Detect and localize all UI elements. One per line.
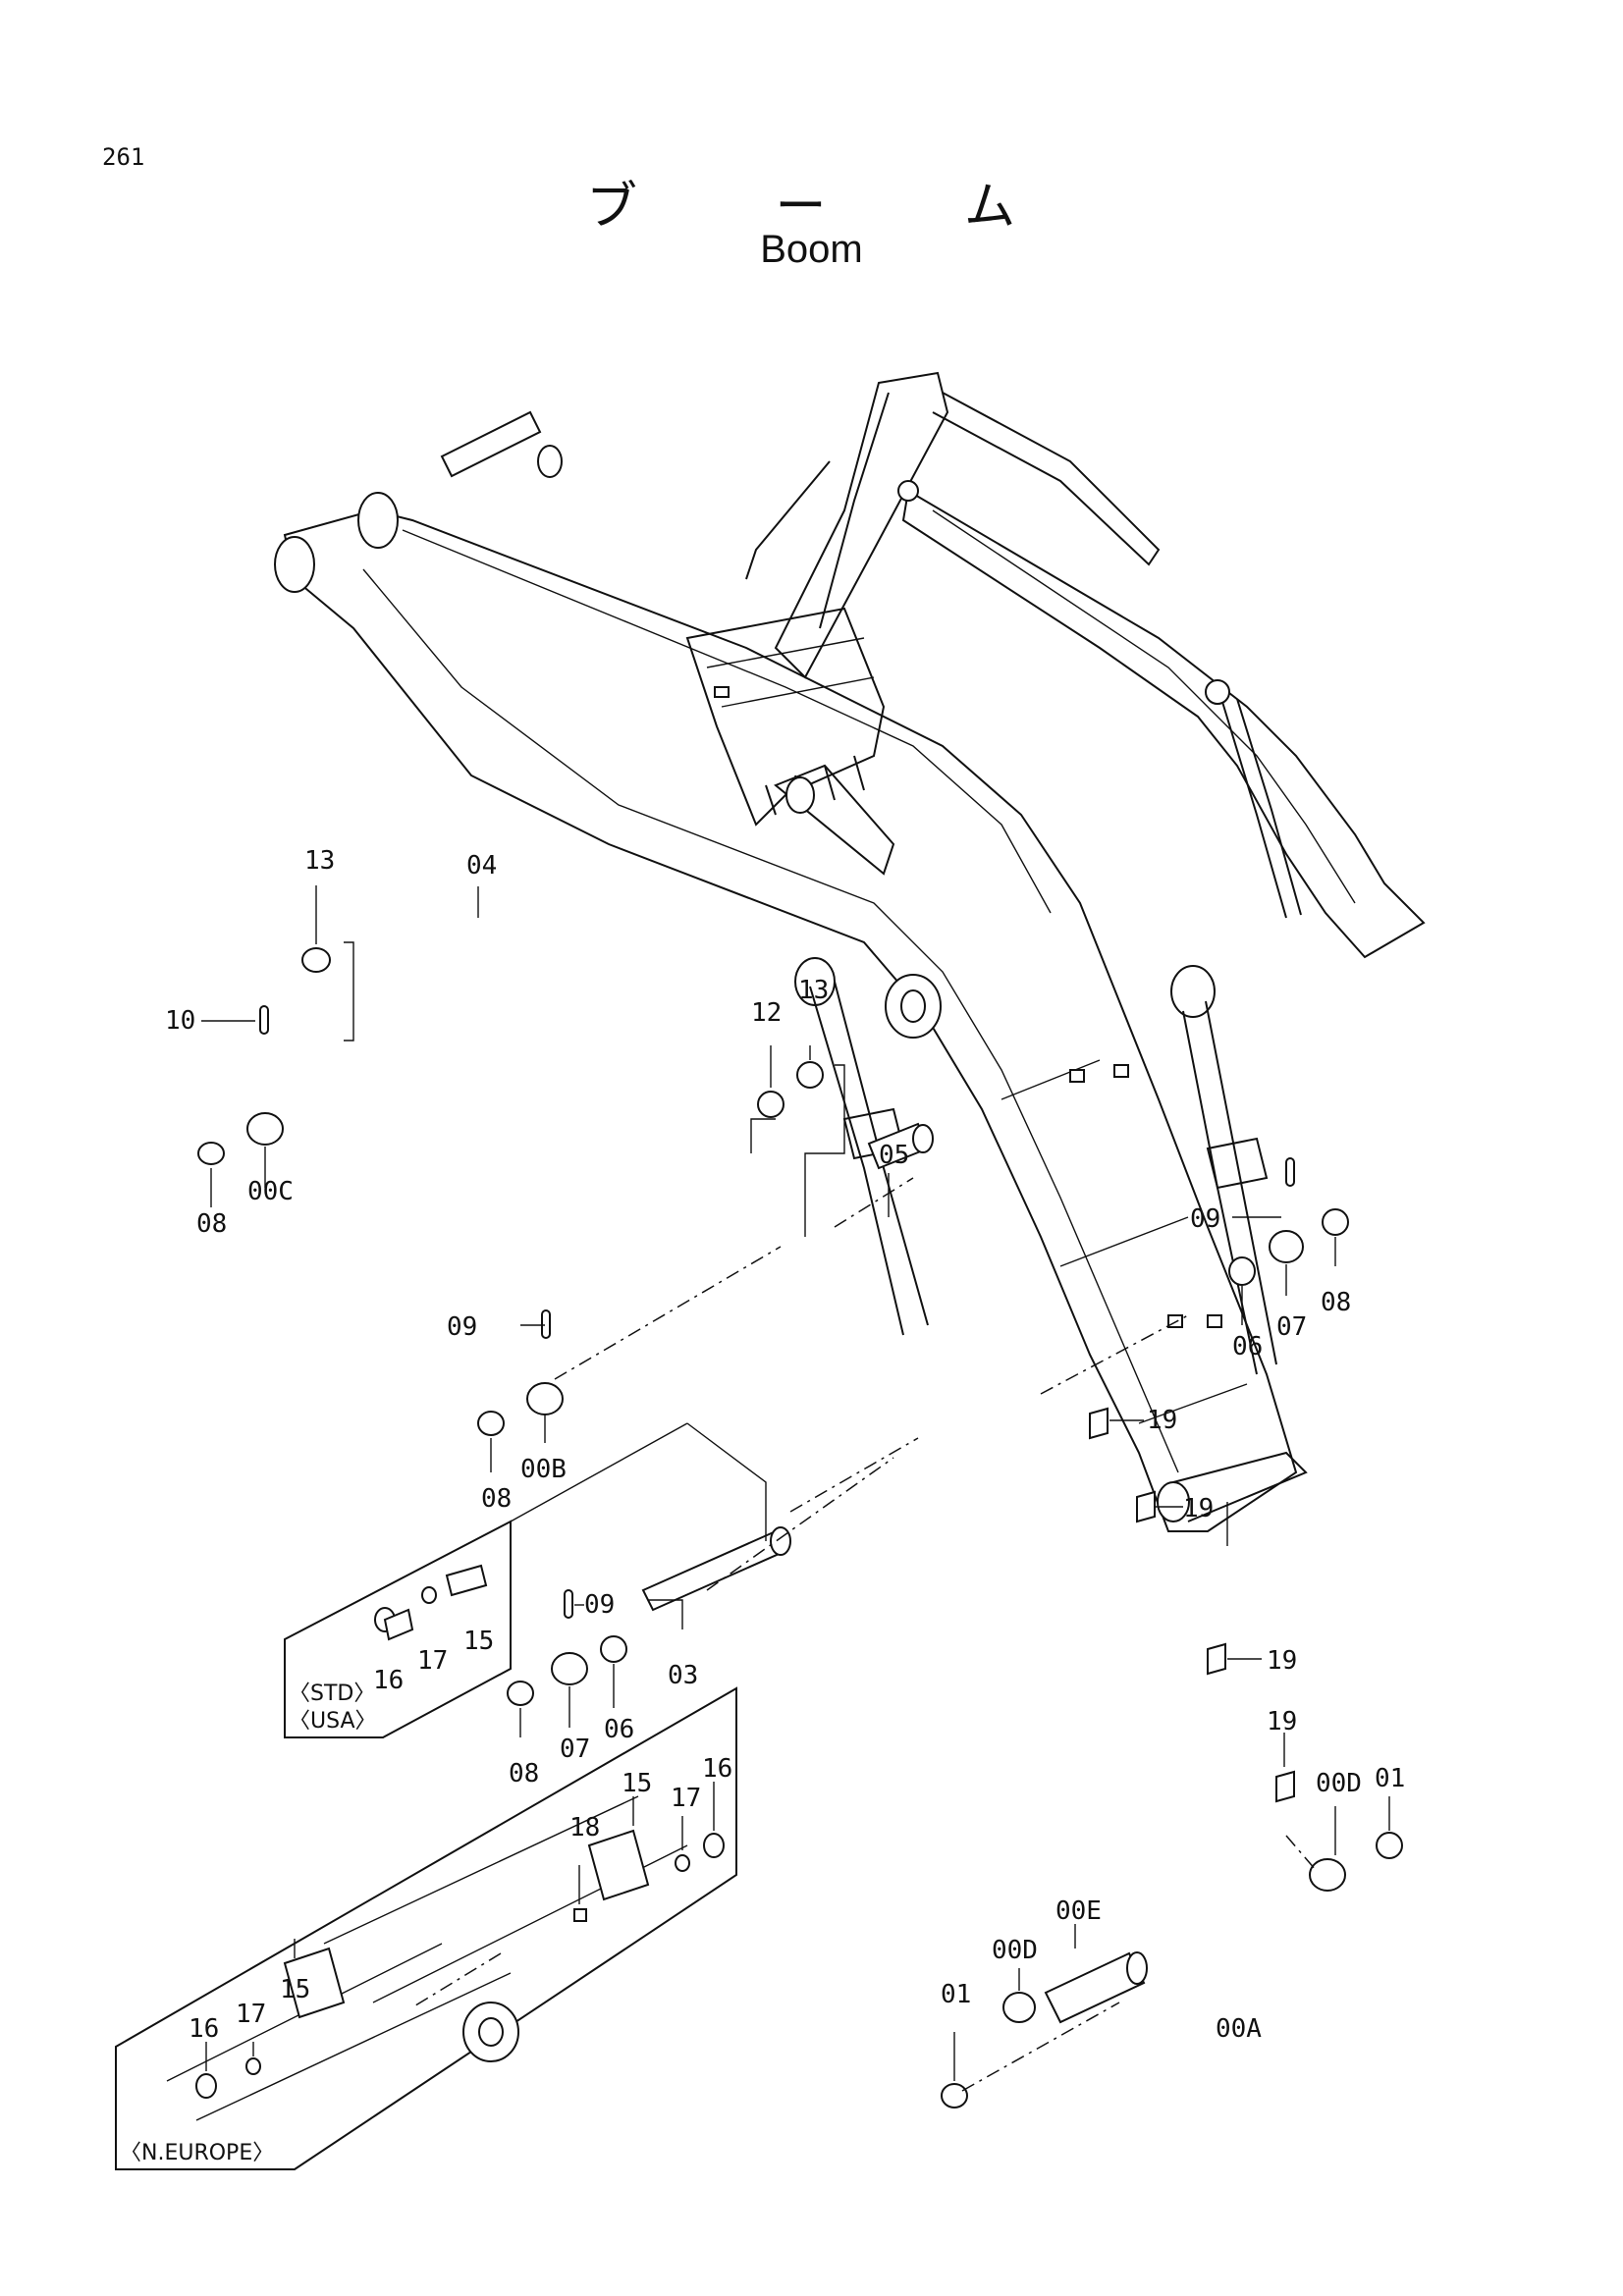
- pin-04: [440, 410, 563, 478]
- pin-00E: [1044, 1951, 1148, 2024]
- label-06-lower: 06: [604, 1715, 634, 1744]
- label-03: 03: [668, 1661, 698, 1690]
- label-13-bracket: 13: [798, 976, 829, 1005]
- label-15-std: 15: [463, 1627, 494, 1656]
- region-n-europe: 〈N.EUROPE〉: [120, 2141, 274, 2165]
- label-12: 12: [751, 998, 782, 1028]
- label-17-neu-upper: 17: [671, 1784, 701, 1813]
- label-05: 05: [879, 1141, 909, 1170]
- page-number: 261: [102, 143, 145, 171]
- part-labels: 13 04 10 00C 08 12 13 05 09 08 07 06 09 …: [165, 846, 1405, 2044]
- label-01-right: 01: [1375, 1764, 1405, 1793]
- label-19-b: 19: [1183, 1494, 1214, 1523]
- detail-std-usa: 〈STD〉 〈USA〉: [284, 1422, 688, 1738]
- label-00C: 00C: [247, 1177, 294, 1206]
- assembly-centerlines: [411, 1177, 1317, 2092]
- washers-and-bushings: [197, 947, 1403, 2109]
- label-16-std: 16: [373, 1666, 404, 1695]
- label-19-d: 19: [1267, 1707, 1297, 1736]
- boom-main: [274, 492, 1308, 1532]
- label-07-right: 07: [1276, 1312, 1307, 1342]
- region-usa: 〈USA〉: [289, 1709, 377, 1734]
- label-15-neu-upper: 15: [622, 1769, 652, 1798]
- label-00E: 00E: [1055, 1896, 1102, 1926]
- region-std: 〈STD〉: [289, 1682, 375, 1706]
- boom-cylinder-right: [1170, 965, 1277, 1375]
- label-00D-right: 00D: [1316, 1769, 1362, 1798]
- boom-cylinder-left: [794, 957, 929, 1336]
- detail-n-europe: 〈N.EUROPE〉: [115, 1686, 737, 2170]
- label-19-a: 19: [1147, 1406, 1177, 1435]
- label-08-mid: 08: [481, 1484, 512, 1514]
- label-10: 10: [165, 1006, 195, 1036]
- label-09-lower: 09: [584, 1590, 615, 1620]
- title-english: Boom: [760, 228, 863, 271]
- label-16-neu-upper: 16: [702, 1754, 732, 1784]
- label-08-lower: 08: [509, 1759, 539, 1789]
- leader-lines: [201, 885, 1390, 2081]
- title-japanese: ブ ー ム: [585, 178, 1077, 237]
- label-09-mid: 09: [447, 1312, 477, 1342]
- label-15-neu-lower: 15: [280, 1975, 310, 2004]
- label-09-right: 09: [1190, 1204, 1220, 1234]
- label-08-foot: 08: [196, 1209, 227, 1239]
- label-00B: 00B: [520, 1455, 567, 1484]
- label-08-right: 08: [1321, 1288, 1351, 1317]
- pin-03: [641, 1526, 791, 1612]
- pin-05: [867, 1122, 934, 1170]
- label-17-std: 17: [417, 1646, 448, 1676]
- label-16-neu-lower: 16: [189, 2014, 219, 2044]
- label-19-c: 19: [1267, 1646, 1297, 1676]
- attachment-overview: [685, 371, 1426, 959]
- label-17-neu-lower: 17: [236, 2000, 266, 2029]
- label-13-foot: 13: [304, 846, 335, 876]
- label-00D-left: 00D: [992, 1936, 1038, 1965]
- label-04: 04: [466, 851, 497, 881]
- label-07-lower: 07: [560, 1735, 590, 1764]
- label-06-right: 06: [1232, 1332, 1263, 1362]
- label-00A: 00A: [1216, 2014, 1262, 2044]
- label-18: 18: [569, 1813, 600, 1842]
- label-01-left: 01: [941, 1980, 971, 2009]
